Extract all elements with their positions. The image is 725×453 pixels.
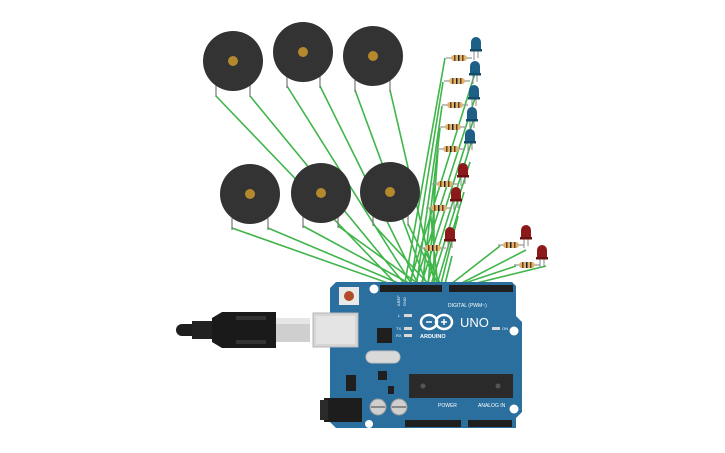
led-blue-4[interactable] (466, 107, 478, 130)
digital-label: DIGITAL (PWM~) (448, 303, 487, 309)
buzzer-3[interactable] (343, 26, 403, 92)
led-blue-3[interactable] (468, 85, 480, 108)
led-red-4[interactable] (520, 225, 532, 248)
led-blue-5[interactable] (464, 129, 476, 152)
l-led-label: L (398, 313, 401, 318)
gnd-label: GND (402, 297, 407, 306)
blue-leds (464, 37, 482, 152)
power-header[interactable] (405, 420, 461, 427)
led-red-5[interactable] (536, 245, 548, 268)
resistor-9[interactable] (498, 242, 524, 248)
analog-label: ANALOG IN (478, 403, 506, 409)
resistor-8[interactable] (420, 245, 446, 251)
arduino-logo (419, 313, 454, 331)
on-label: ON (502, 326, 508, 331)
resistor-2[interactable] (444, 78, 470, 84)
uno-label: UNO (460, 315, 489, 330)
resistor-10[interactable] (514, 262, 540, 268)
power-label: POWER (438, 403, 457, 409)
resistor-6[interactable] (432, 181, 458, 187)
arduino-board[interactable]: UNO ARDUINO DIGITAL (PWM~) POWER ANALOG … (312, 282, 522, 428)
led-wires (403, 57, 547, 289)
led-red-1[interactable] (457, 163, 469, 186)
analog-header[interactable] (468, 420, 512, 427)
resistor-5[interactable] (438, 146, 464, 152)
buzzer-4[interactable] (220, 164, 280, 230)
buzzer-2[interactable] (273, 22, 333, 88)
led-blue-1[interactable] (470, 37, 482, 60)
resistor-4[interactable] (440, 124, 466, 130)
led-blue-2[interactable] (469, 61, 481, 84)
led-red-3[interactable] (444, 227, 456, 250)
aref-label: AREF (396, 295, 401, 306)
buzzer-6[interactable] (360, 162, 420, 226)
usb-cable[interactable] (176, 312, 310, 348)
resistor-7[interactable] (426, 205, 452, 211)
buzzer-5[interactable] (291, 163, 351, 228)
resistors (420, 55, 540, 268)
digital-header[interactable] (380, 285, 513, 292)
rx-label: RX (396, 333, 402, 338)
microcontroller-chip (409, 374, 513, 398)
tx-label: TX (396, 326, 401, 331)
resistor-1[interactable] (446, 55, 472, 61)
arduino-label: ARDUINO (420, 334, 446, 340)
buzzer-1[interactable] (203, 31, 263, 97)
resistor-3[interactable] (442, 102, 468, 108)
led-red-2[interactable] (450, 187, 462, 210)
red-leds (444, 163, 548, 268)
